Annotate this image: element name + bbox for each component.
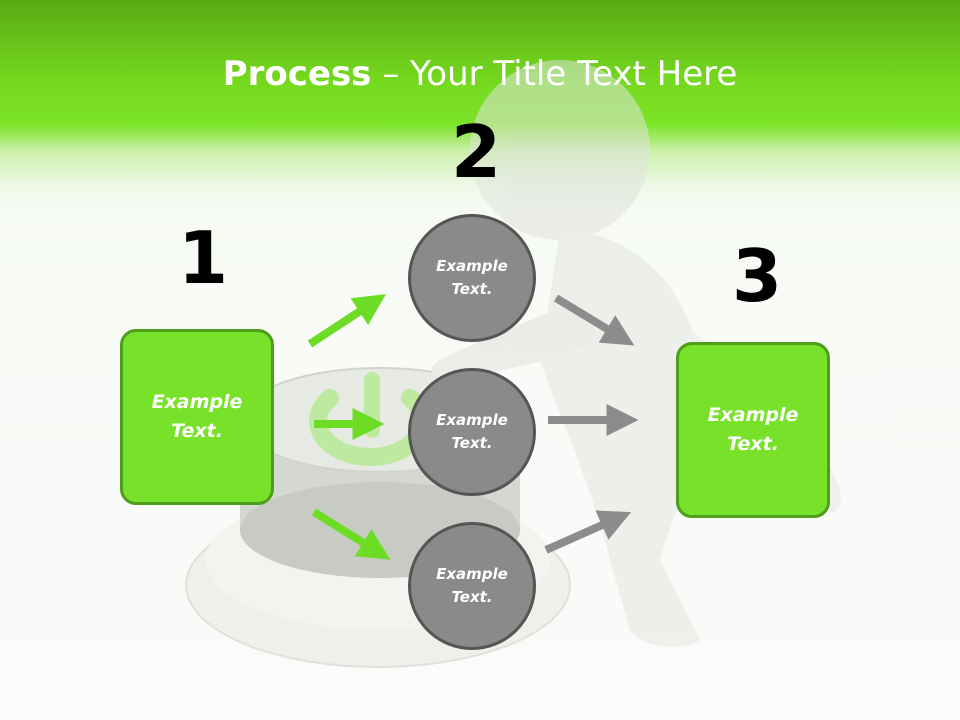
step-3-text: Example Text. bbox=[707, 404, 799, 455]
step-2-circle-bottom: Example Text. bbox=[408, 522, 536, 650]
step-1-box: Example Text. bbox=[120, 329, 274, 505]
arrow-gray-down bbox=[553, 294, 635, 346]
step-2-text-bottom: Example Text. bbox=[436, 565, 508, 606]
step-number-3: 3 bbox=[732, 234, 783, 318]
step-2-circle-top: Example Text. bbox=[408, 214, 536, 342]
step-3-box: Example Text. bbox=[676, 342, 830, 518]
slide-title: Process – Your Title Text Here bbox=[0, 52, 960, 96]
title-rest: – Your Title Text Here bbox=[371, 54, 738, 94]
step-1-text: Example Text. bbox=[151, 391, 243, 442]
arrow-green-up bbox=[307, 294, 387, 348]
arrow-green-down bbox=[311, 508, 391, 560]
arrow-gray-up bbox=[544, 510, 632, 554]
step-number-1: 1 bbox=[178, 216, 229, 300]
title-bold: Process bbox=[222, 54, 372, 94]
step-2-text-top: Example Text. bbox=[436, 257, 508, 298]
step-number-2: 2 bbox=[451, 110, 502, 194]
step-2-text-middle: Example Text. bbox=[436, 411, 508, 452]
step-2-circle-middle: Example Text. bbox=[408, 368, 536, 496]
